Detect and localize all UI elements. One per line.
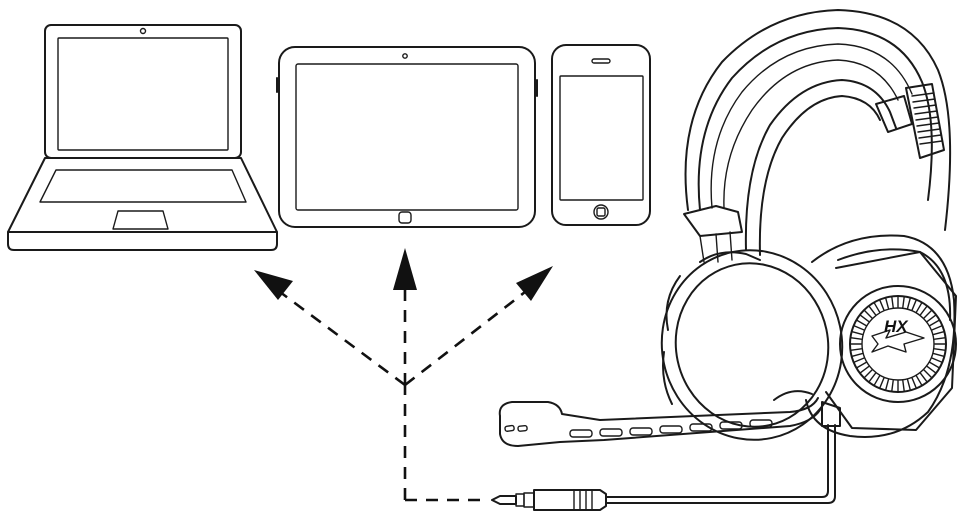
- grille-tick: [911, 299, 917, 311]
- grille-tick: [885, 379, 890, 391]
- grille-tick: [891, 296, 894, 309]
- audio-jack-icon: [491, 424, 836, 511]
- headset-icon: HX: [498, 9, 957, 447]
- grille-tick: [868, 372, 877, 382]
- grille-tick: [885, 297, 890, 309]
- grille-tick: [902, 296, 905, 309]
- grille-tick: [923, 369, 932, 378]
- grille-tick: [929, 361, 940, 369]
- grille-tick: [864, 369, 873, 378]
- grille-tick: [926, 314, 936, 323]
- arrow-to-laptop-icon: [254, 270, 293, 300]
- smartphone-icon: [551, 44, 651, 226]
- grille-tick: [926, 365, 936, 374]
- tablet-icon: [276, 46, 538, 228]
- grille-tick: [915, 375, 923, 386]
- grille-tick: [856, 361, 867, 369]
- grille-tick: [933, 352, 945, 357]
- grille-tick: [929, 319, 940, 327]
- grille-tick: [915, 302, 923, 313]
- grille-tick: [919, 372, 928, 382]
- svg-text:HX: HX: [884, 317, 909, 336]
- grille-tick: [873, 302, 881, 313]
- grille-tick: [923, 310, 932, 319]
- grille-tick: [919, 306, 928, 316]
- laptop-icon: [7, 24, 278, 251]
- connection-arrows: [254, 248, 553, 502]
- grille-tick: [931, 357, 943, 363]
- grille-tick: [879, 299, 885, 311]
- grille-tick: [850, 348, 863, 351]
- grille-tick: [856, 319, 867, 327]
- grille-texture: [850, 296, 946, 392]
- grille-tick: [911, 377, 917, 389]
- grille-tick: [933, 348, 946, 351]
- grille-tick: [931, 325, 943, 331]
- grille-tick: [860, 365, 870, 374]
- grille-tick: [851, 331, 863, 336]
- grille-tick: [850, 337, 863, 340]
- grille-tick: [851, 352, 863, 357]
- grille-tick: [933, 331, 945, 336]
- slider-grip: [911, 92, 943, 145]
- grille-tick: [906, 297, 911, 309]
- grille-tick: [864, 310, 873, 319]
- grille-tick: [906, 379, 911, 391]
- grille-tick: [879, 377, 885, 389]
- grille-tick: [873, 375, 881, 386]
- grille-tick: [860, 314, 870, 323]
- grille-tick: [933, 337, 946, 340]
- arrow-to-phone-icon: [516, 266, 553, 301]
- hyperx-logo: HX: [871, 317, 925, 353]
- grille-tick: [853, 325, 865, 331]
- grille-tick: [868, 306, 877, 316]
- grille-tick: [891, 379, 894, 392]
- grille-tick: [902, 379, 905, 392]
- arrow-to-tablet-icon: [393, 248, 417, 290]
- grille-tick: [853, 357, 865, 363]
